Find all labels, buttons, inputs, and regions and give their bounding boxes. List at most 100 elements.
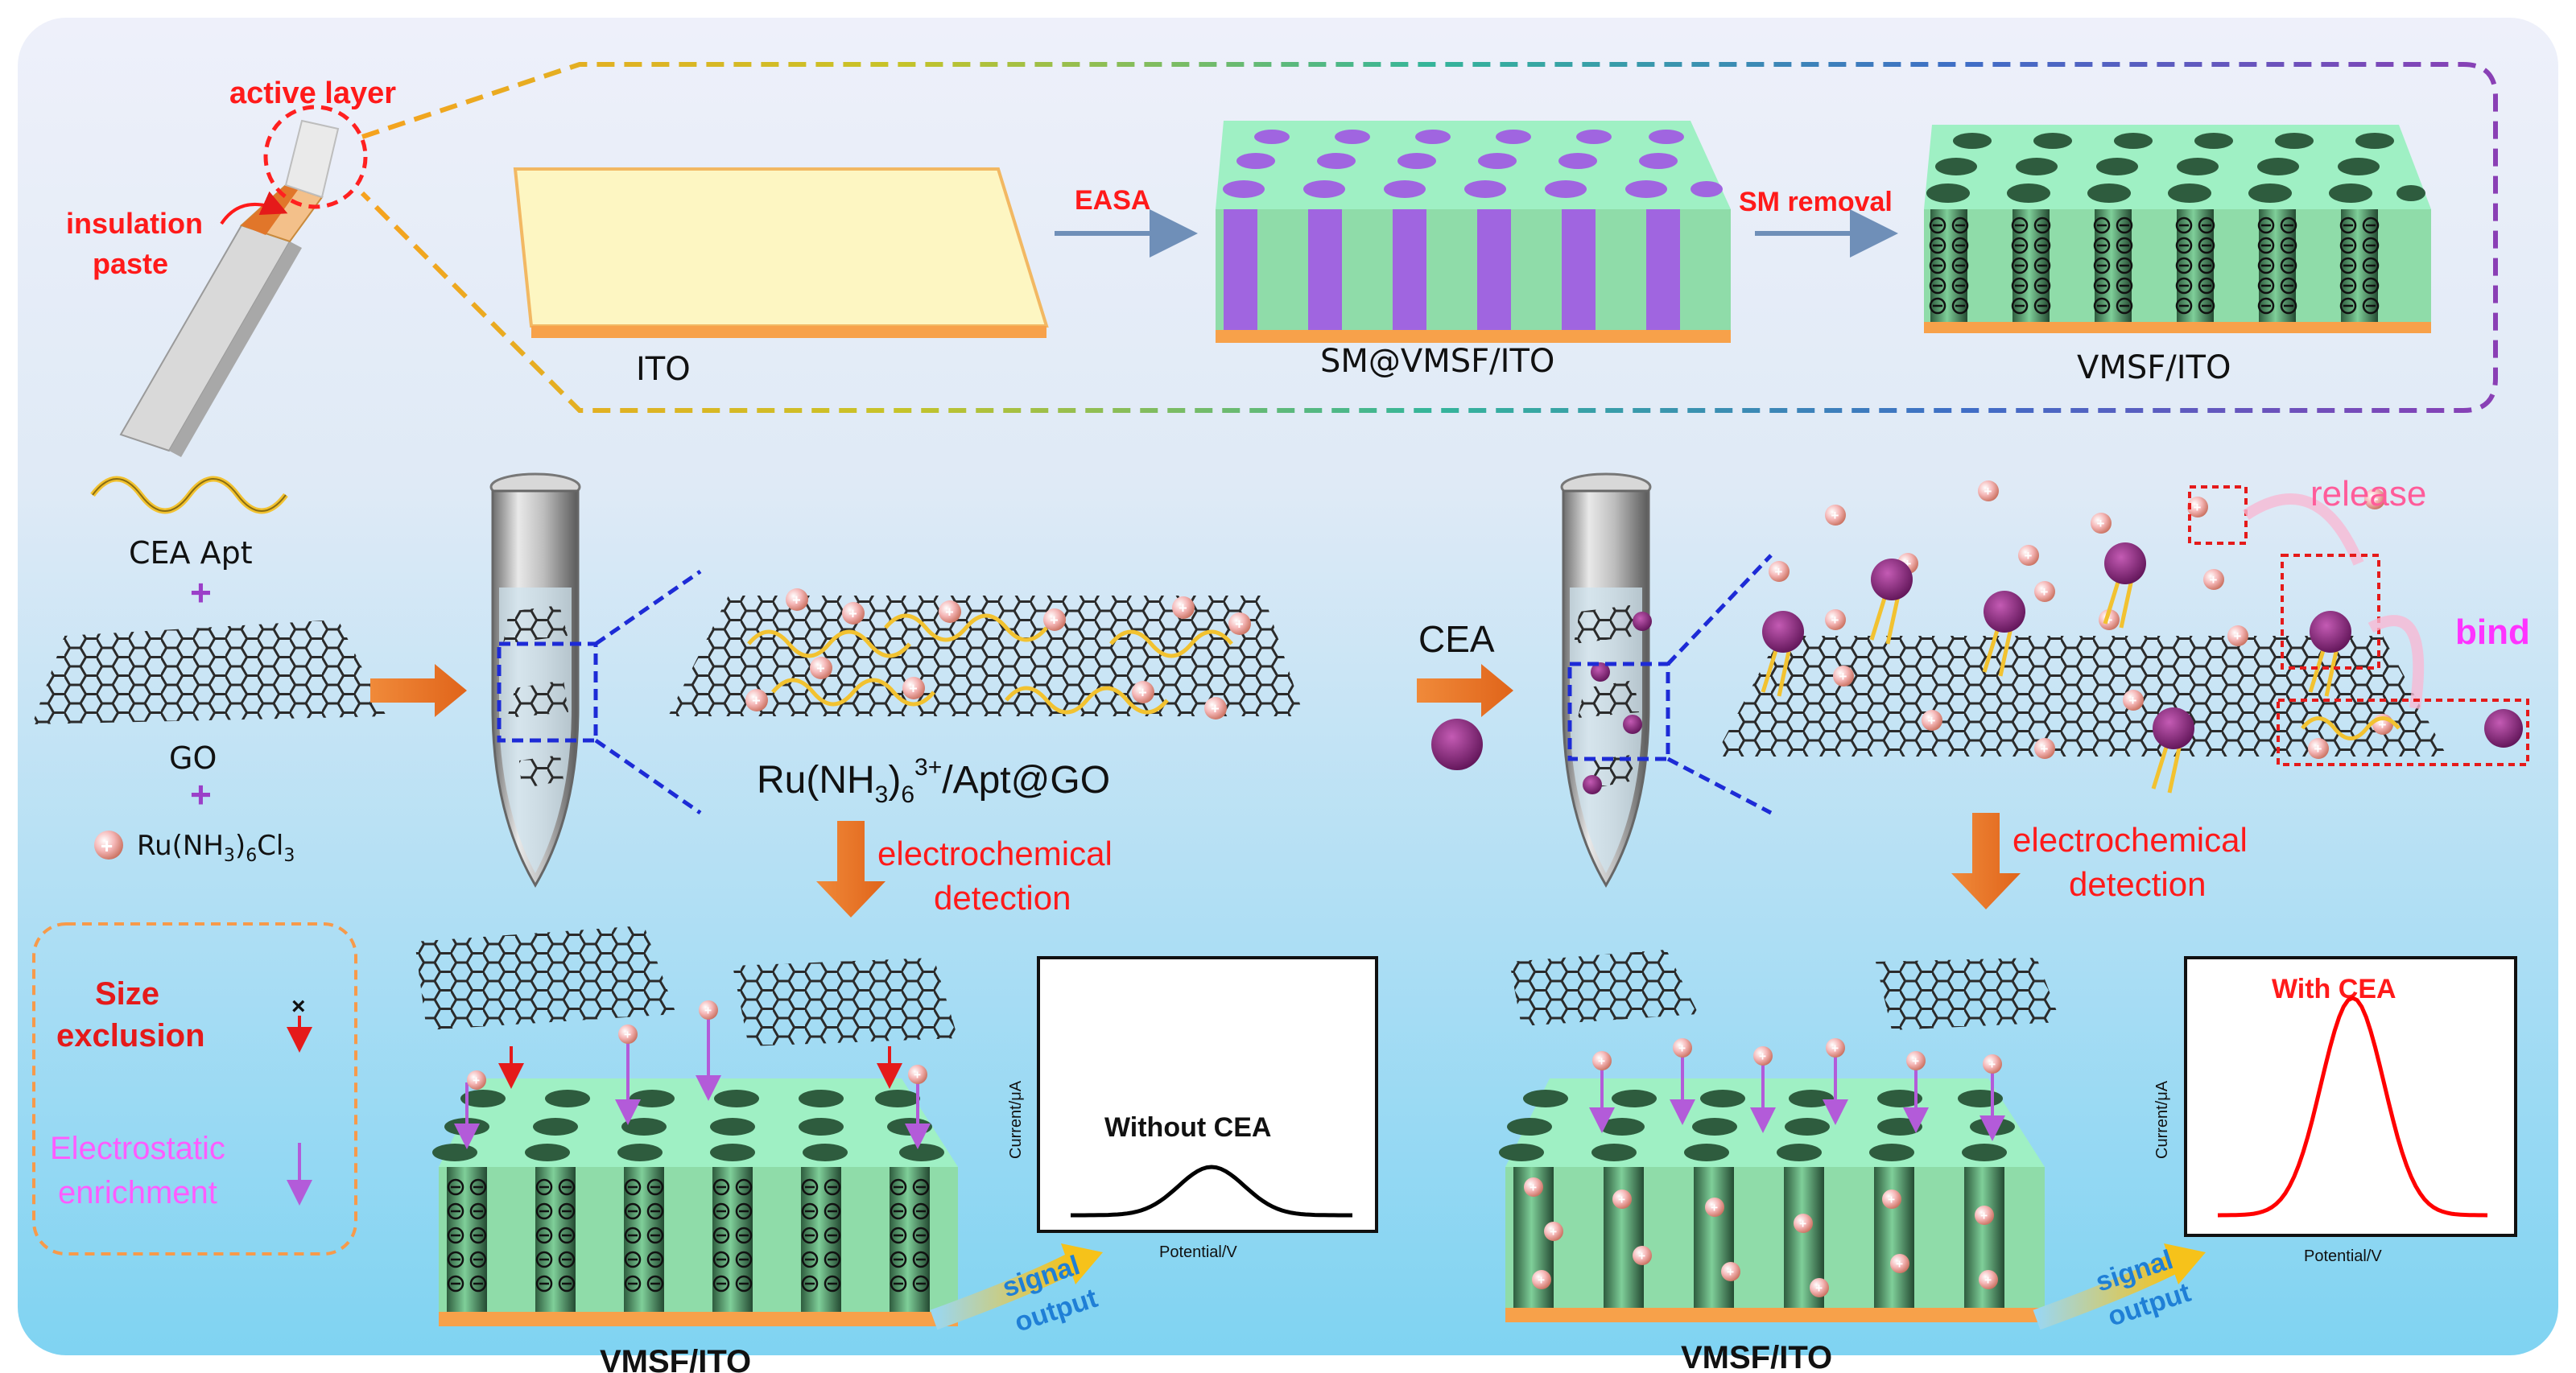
- zoom-line-right-a: [1666, 554, 1773, 666]
- negative-charge-icon: [890, 1251, 907, 1268]
- negative-charge-icon: [624, 1275, 642, 1293]
- cea-protein: [1871, 559, 1913, 600]
- svg-text:+: +: [473, 1074, 480, 1087]
- svg-text:+: +: [2041, 584, 2049, 600]
- ru-ion: [1826, 1038, 1845, 1058]
- ru-ion: [2364, 489, 2385, 509]
- ru-ion: [1922, 710, 1942, 731]
- vmsf-left-label: VMSF/ITO: [600, 1344, 751, 1373]
- svg-text:+: +: [1598, 1054, 1605, 1068]
- go-sheet-bottom-left-1: [415, 926, 676, 1030]
- negative-charge-icon: [2033, 216, 2051, 234]
- zoom-frame: [360, 62, 2498, 413]
- negative-charge-icon: [912, 1202, 930, 1220]
- easa-label: EASA: [1075, 185, 1150, 216]
- negative-charge-icon: [2339, 216, 2357, 234]
- negative-charge-icon: [735, 1227, 753, 1244]
- enrichment-arrows-left: ++++: [454, 1000, 931, 1149]
- negative-charge-icon: [469, 1178, 487, 1196]
- svg-text:+: +: [2234, 629, 2242, 644]
- negative-charge-icon: [801, 1178, 819, 1196]
- ru-ion: [842, 602, 865, 625]
- mix-arrow: [370, 664, 467, 717]
- negative-charge-icon: [2280, 237, 2297, 254]
- vmsf-top-label: VMSF/ITO: [2077, 349, 2231, 386]
- svg-text:+: +: [1179, 600, 1187, 616]
- negative-charge-icon: [469, 1202, 487, 1220]
- svg-text:+: +: [1638, 1249, 1645, 1263]
- insulation-label-1: insulation: [66, 207, 203, 240]
- svg-text:+: +: [2371, 492, 2379, 507]
- negative-charge-icon: [2033, 257, 2051, 274]
- svg-text:+: +: [752, 692, 761, 708]
- svg-text:+: +: [1984, 1273, 1992, 1287]
- negative-charge-icon: [2257, 216, 2275, 234]
- ru-ion-icon: [94, 831, 123, 860]
- negative-charge-icon: [558, 1202, 576, 1220]
- ru-ion: [1906, 1051, 1926, 1070]
- free-cea-protein: [2484, 709, 2523, 748]
- ru-ion: [699, 1000, 718, 1020]
- zoom-line-left-b: [594, 738, 702, 815]
- negative-charge-icon: [2011, 297, 2029, 315]
- plot-left-ylabel: Current/μA: [1007, 1080, 1025, 1159]
- svg-text:+: +: [1550, 1225, 1557, 1239]
- ru-ion: [1979, 1270, 1998, 1289]
- negative-charge-icon: [535, 1178, 553, 1196]
- zoom-line-right-b: [1666, 757, 1773, 815]
- go-sheet-bottom-right-2: [1876, 958, 2061, 1030]
- svg-text:+: +: [1618, 1193, 1625, 1206]
- ru-ion-plus: +: [101, 834, 113, 858]
- negative-charge-icon: [2175, 277, 2193, 295]
- negative-charge-icon: [2033, 237, 2051, 254]
- negative-charge-icon: [1951, 237, 1969, 254]
- negative-charge-icon: [2257, 277, 2275, 295]
- negative-charge-icon: [2198, 297, 2215, 315]
- svg-text:+: +: [1988, 1058, 1996, 1071]
- detect-left-1: electrochemical: [877, 835, 1113, 872]
- negative-charge-icon: [735, 1275, 753, 1293]
- ru-ion: [1592, 1051, 1612, 1070]
- ru-ion: [2091, 513, 2112, 534]
- negative-charge-icon: [2362, 257, 2380, 274]
- electrode-stick: [119, 119, 340, 457]
- negative-charge-icon: [2280, 297, 2297, 315]
- ru-formula: Ru(NH3)6Cl3: [137, 830, 295, 866]
- negative-charge-icon: [646, 1178, 664, 1196]
- cea-protein: [2104, 542, 2146, 584]
- active-layer-circle: [263, 105, 368, 209]
- negative-charge-icon: [890, 1178, 907, 1196]
- vmsf-block-bottom-left: [432, 1078, 958, 1326]
- legend-size-2: exclusion: [56, 1018, 205, 1053]
- negative-charge-icon: [2033, 297, 2051, 315]
- tube-left: [489, 472, 581, 888]
- ru-ion: [2018, 545, 2039, 566]
- negative-charge-icon: [624, 1251, 642, 1268]
- svg-text:+: +: [1530, 1181, 1537, 1194]
- plot-without-cea: Without CEA Current/μA Potential/V: [1007, 956, 1378, 1261]
- negative-charge-icon: [646, 1227, 664, 1244]
- ru-ion: [1228, 612, 1251, 635]
- negative-charge-icon: [558, 1178, 576, 1196]
- negative-charge-icon: [824, 1275, 841, 1293]
- negative-charge-icon: [2093, 257, 2111, 274]
- ru-ion: [1890, 1254, 1909, 1273]
- negative-charge-icon: [2175, 257, 2193, 274]
- negative-charge-icon: [447, 1275, 464, 1293]
- negative-charge-icon: [2033, 277, 2051, 295]
- insulation-label-2: paste: [93, 247, 168, 280]
- svg-text:+: +: [2025, 548, 2033, 563]
- negative-charge-icon: [469, 1275, 487, 1293]
- svg-text:+: +: [2041, 741, 2049, 757]
- sm-vmsf-label: SM@VMSF/ITO: [1320, 343, 1554, 380]
- negative-charge-icon: [2116, 297, 2133, 315]
- svg-text:+: +: [2097, 516, 2105, 531]
- detect-right-1: electrochemical: [2013, 821, 2248, 859]
- ru-ion: [2034, 581, 2055, 602]
- go-sheet-left: [32, 620, 386, 724]
- cea-protein: [2310, 611, 2351, 653]
- detect-right-2: detection: [2069, 865, 2206, 903]
- go-sheet-bottom-right-1: [1509, 950, 1699, 1026]
- negative-charge-icon: [447, 1251, 464, 1268]
